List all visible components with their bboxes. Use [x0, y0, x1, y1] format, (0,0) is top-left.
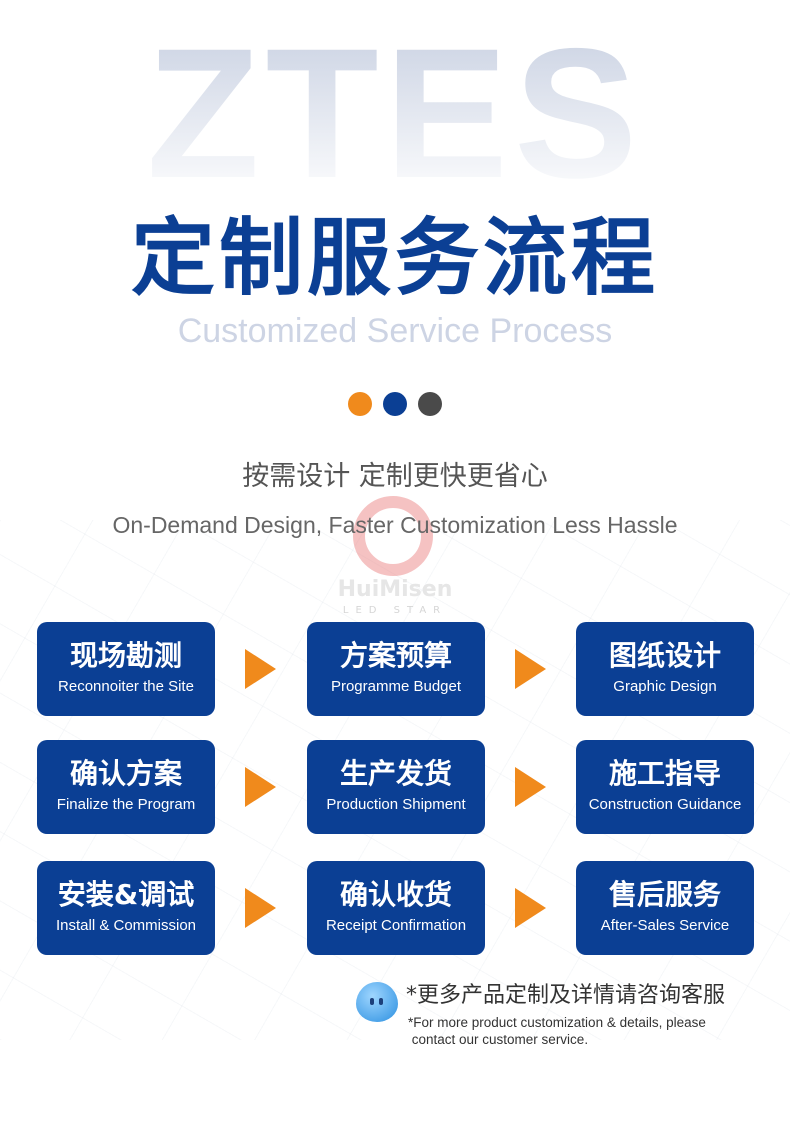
logo-name: HuiMisen [337, 577, 453, 602]
arrow-right-icon [515, 888, 546, 928]
arrow-right-icon [245, 888, 276, 928]
slogan-en: On-Demand Design, Faster Customization L… [112, 512, 678, 538]
step-title-cn: 确认方案 [69, 757, 182, 790]
brand-watermark: ZTES [0, 22, 790, 207]
step-card: 售后服务 After-Sales Service [576, 861, 754, 955]
step-title-cn: 施工指导 [608, 757, 721, 790]
dot-orange [348, 392, 372, 416]
step-title-en: Install & Commission [55, 917, 197, 934]
step-title-cn: 图纸设计 [608, 639, 721, 672]
note-en: *For more product customization & detail… [408, 1015, 706, 1047]
step-card: 施工指导 Construction Guidance [576, 740, 754, 834]
dot-gray [418, 392, 442, 416]
step-title-en: After-Sales Service [600, 917, 730, 934]
page-subtitle: Customized Service Process [177, 312, 613, 350]
slogan-cn: 按需设计 定制更快更省心 [242, 461, 548, 492]
step-card: 安装&调试 Install & Commission [37, 861, 215, 955]
step-title-cn: 生产发货 [339, 757, 452, 790]
step-card: 图纸设计 Graphic Design [576, 622, 754, 716]
step-card: 方案预算 Programme Budget [307, 622, 485, 716]
step-title-cn: 安装&调试 [57, 878, 195, 911]
step-title-cn: 售后服务 [608, 878, 721, 911]
step-title-cn: 确认收货 [339, 878, 452, 911]
step-title-en: Graphic Design [613, 678, 717, 695]
arrow-right-icon [515, 767, 546, 807]
arrow-right-icon [245, 767, 276, 807]
decor-dots [348, 392, 442, 416]
arrow-right-icon [245, 649, 276, 689]
arrow-right-icon [515, 649, 546, 689]
step-card: 生产发货 Production Shipment [307, 740, 485, 834]
logo-tag: LED STAR [342, 605, 448, 616]
step-title-cn: 方案预算 [339, 639, 452, 672]
dot-blue [383, 392, 407, 416]
step-card: 确认收货 Receipt Confirmation [307, 861, 485, 955]
chat-mascot-icon[interactable] [356, 982, 398, 1022]
step-title-en: Reconnoiter the Site [58, 678, 194, 695]
step-title-en: Construction Guidance [588, 796, 742, 813]
step-title-en: Programme Budget [330, 678, 462, 695]
step-card: 确认方案 Finalize the Program [37, 740, 215, 834]
step-title-en: Finalize the Program [56, 796, 196, 813]
step-card: 现场勘测 Reconnoiter the Site [37, 622, 215, 716]
step-title-en: Receipt Confirmation [325, 917, 467, 934]
page-title: 定制服务流程 [130, 209, 659, 307]
step-title-en: Production Shipment [326, 796, 466, 813]
step-title-cn: 现场勘测 [69, 639, 182, 672]
note-cn: *更多产品定制及详情请咨询客服 [406, 983, 726, 1008]
